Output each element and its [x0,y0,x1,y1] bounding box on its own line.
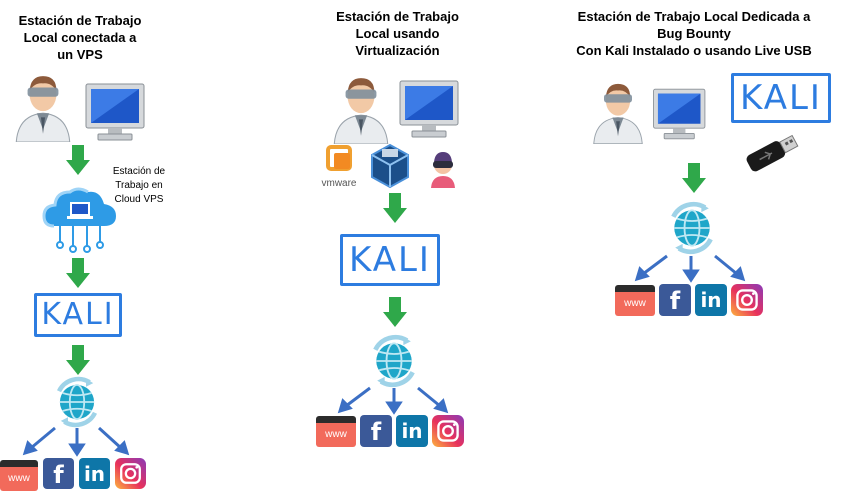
www-icon: www [0,460,38,491]
www-icon: www [316,416,356,447]
blue-arrows [634,254,746,283]
column1-title: Estación de Trabajo Local conectada a un… [0,12,160,63]
blue-arrows [22,426,130,457]
virtualbox-icon [371,143,409,189]
label-line: Estación de [112,166,166,177]
cloud-icon [42,187,116,253]
vmware-icon [326,145,352,171]
computer-icon [82,82,152,142]
vmware-label: vmware [321,178,357,189]
www-icon: www [615,285,655,316]
www-label: www [615,292,655,316]
vr-user-icon [431,152,455,188]
title-line: Estación de Trabajo [18,13,142,28]
usb-icon [746,134,799,172]
green-arrow [383,193,407,223]
green-arrow [682,163,706,193]
blue-arrows [337,386,449,415]
green-arrow [66,258,90,288]
facebook-icon: f [659,284,691,316]
title-line: Estación de Trabajo [336,9,459,24]
linkedin-icon: in [695,284,727,316]
green-arrow [66,345,90,375]
instagram-icon [731,284,763,316]
instagram-icon [115,458,146,489]
green-arrow [383,297,407,327]
kali-logo: KALI [34,293,122,337]
linkedin-icon: in [79,458,110,489]
linkedin-icon: in [396,415,428,447]
globe-icon [664,200,720,256]
title-line: Con Kali Instalado o usando Live USB [576,43,812,58]
title-line: un VPS [57,47,103,62]
title-line: Bug Bounty [657,26,731,41]
kali-logo: KALI [731,73,831,123]
www-label: www [0,467,38,491]
title-line: Local conectada a [23,30,137,45]
www-label: www [316,423,356,447]
green-arrow [66,145,90,175]
facebook-icon: f [43,458,74,489]
title-line: Local usando [355,26,440,41]
user-icon [590,78,646,144]
globe-icon [366,333,422,389]
globe-icon [50,375,104,429]
user-icon [12,70,74,142]
facebook-icon: f [360,415,392,447]
column2-title: Estación de Trabajo Local usando Virtual… [300,8,495,59]
column3-title: Estación de Trabajo Local Dedicada a Bug… [556,8,832,59]
user-icon [330,72,392,144]
kali-logo: KALI [340,234,440,286]
computer-icon [396,78,466,140]
title-line: Estación de Trabajo Local Dedicada a [577,9,811,24]
cloud-vps-label: Estación de Trabajo en Cloud VPS [104,165,174,207]
label-line: Cloud VPS [114,194,164,205]
title-line: Virtualización [355,43,440,58]
instagram-icon [432,415,464,447]
label-line: Trabajo en [115,180,163,191]
computer-icon [650,86,712,142]
